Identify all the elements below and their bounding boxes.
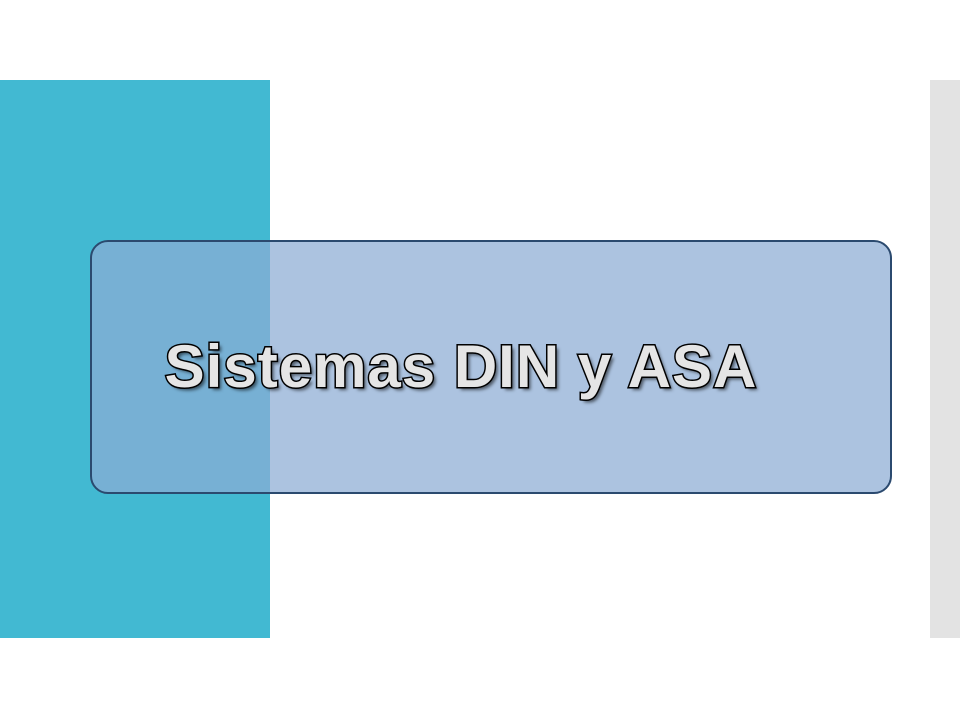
slide-title: Sistemas DIN y ASA: [163, 332, 758, 402]
title-box: Sistemas DIN y ASA: [90, 240, 892, 494]
side-strip: [930, 80, 960, 638]
